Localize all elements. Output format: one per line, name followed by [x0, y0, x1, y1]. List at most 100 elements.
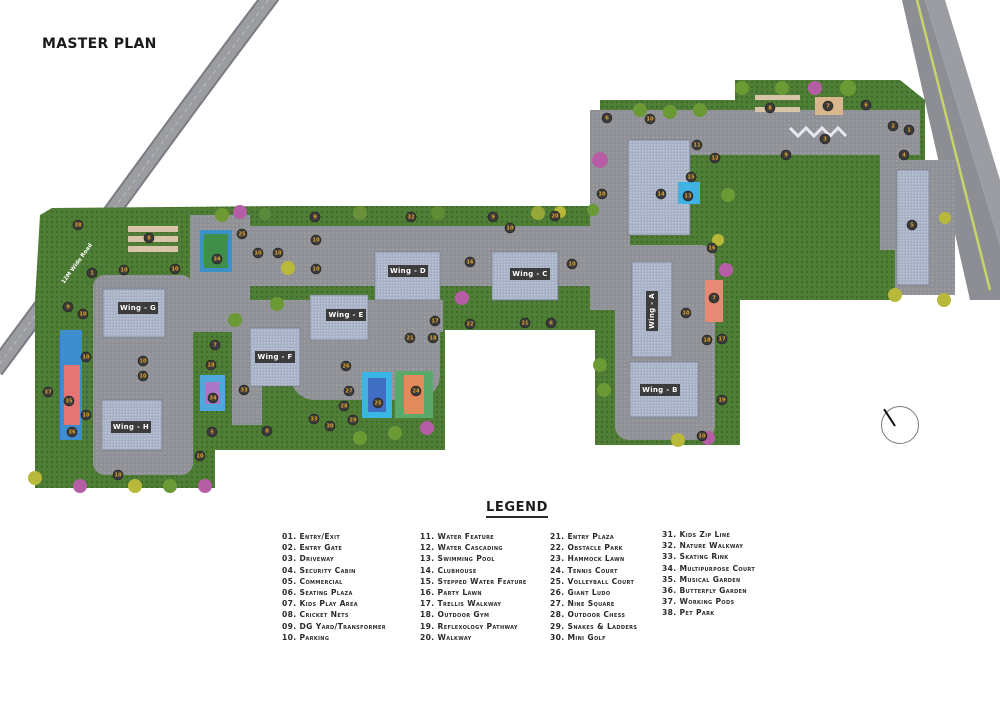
amenity-marker-26[interactable]: 26 [340, 360, 352, 372]
amenity-marker-11[interactable]: 11 [691, 139, 703, 151]
amenity-marker-1[interactable]: 1 [86, 267, 98, 279]
legend-item: 01.Entry/Exit [282, 531, 386, 542]
amenity-marker-18[interactable]: 18 [427, 332, 439, 344]
highway-right [902, 0, 1000, 300]
amenity-marker-10[interactable]: 10 [118, 264, 130, 276]
svg-text:21: 21 [406, 335, 414, 341]
svg-text:12: 12 [711, 155, 719, 161]
amenity-marker-10[interactable]: 10 [596, 188, 608, 200]
amenity-marker-21[interactable]: 21 [404, 332, 416, 344]
amenity-marker-10[interactable]: 10 [80, 351, 92, 363]
amenity-marker-10[interactable]: 10 [644, 113, 656, 125]
amenity-marker-8[interactable]: 8 [764, 102, 776, 114]
amenity-marker-10[interactable]: 10 [310, 234, 322, 246]
amenity-marker-10[interactable]: 10 [137, 370, 149, 382]
legend-item: 28.Outdoor Chess [550, 609, 637, 620]
amenity-marker-30[interactable]: 30 [324, 420, 336, 432]
svg-text:9: 9 [313, 214, 317, 220]
amenity-marker-27[interactable]: 27 [343, 385, 355, 397]
svg-text:38: 38 [74, 222, 82, 228]
amenity-marker-33[interactable]: 33 [308, 413, 320, 425]
legend-item: 33.Skating Rink [662, 551, 755, 562]
amenity-marker-7[interactable]: 7 [822, 100, 834, 112]
svg-text:10: 10 [312, 266, 320, 272]
amenity-marker-1[interactable]: 1 [903, 124, 915, 136]
svg-text:21: 21 [521, 320, 529, 326]
amenity-marker-37[interactable]: 37 [42, 386, 54, 398]
amenity-marker-18[interactable]: 18 [701, 334, 713, 346]
amenity-marker-10[interactable]: 10 [566, 258, 578, 270]
svg-text:25: 25 [374, 400, 382, 406]
amenity-marker-10[interactable]: 10 [504, 222, 516, 234]
amenity-marker-22[interactable]: 22 [464, 318, 476, 330]
amenity-marker-5[interactable]: 5 [906, 219, 918, 231]
amenity-marker-38[interactable]: 38 [72, 219, 84, 231]
north-needle [883, 408, 896, 427]
legend-item-number: 21. [550, 532, 565, 541]
legend-item-number: 05. [282, 576, 297, 586]
amenity-marker-10[interactable]: 10 [680, 307, 692, 319]
amenity-marker-18[interactable]: 18 [205, 359, 217, 371]
amenity-marker-33[interactable]: 33 [238, 384, 250, 396]
amenity-marker-9[interactable]: 9 [487, 211, 499, 223]
amenity-marker-36[interactable]: 36 [66, 426, 78, 438]
amenity-marker-10[interactable]: 10 [80, 409, 92, 421]
amenity-marker-7[interactable]: 7 [708, 292, 720, 304]
svg-text:37: 37 [44, 389, 52, 395]
amenity-marker-15[interactable]: 15 [685, 171, 697, 183]
amenity-marker-12[interactable]: 12 [709, 152, 721, 164]
amenity-marker-25[interactable]: 25 [236, 228, 248, 240]
amenity-marker-10[interactable]: 10 [272, 247, 284, 259]
amenity-marker-35[interactable]: 35 [63, 395, 75, 407]
amenity-marker-10[interactable]: 10 [194, 450, 206, 462]
north-compass-icon [881, 406, 919, 444]
amenity-marker-20[interactable]: 20 [549, 210, 561, 222]
legend-item-number: 18. [420, 610, 435, 620]
amenity-marker-28[interactable]: 28 [338, 400, 350, 412]
amenity-marker-8[interactable]: 8 [143, 232, 155, 244]
amenity-marker-10[interactable]: 10 [112, 469, 124, 481]
amenity-marker-14[interactable]: 14 [655, 188, 667, 200]
amenity-marker-4[interactable]: 4 [898, 149, 910, 161]
amenity-marker-16[interactable]: 16 [706, 242, 718, 254]
amenity-marker-10[interactable]: 10 [252, 247, 264, 259]
amenity-marker-8[interactable]: 8 [261, 425, 273, 437]
amenity-marker-9[interactable]: 9 [309, 211, 321, 223]
amenity-marker-25[interactable]: 25 [372, 397, 384, 409]
amenity-marker-6[interactable]: 6 [860, 99, 872, 111]
amenity-marker-5[interactable]: 5 [206, 426, 218, 438]
amenity-marker-3[interactable]: 3 [819, 133, 831, 145]
legend-title: LEGEND [486, 500, 548, 518]
amenity-marker-10[interactable]: 10 [696, 430, 708, 442]
amenity-marker-10[interactable]: 10 [77, 308, 89, 320]
amenity-marker-6[interactable]: 6 [601, 112, 613, 124]
legend-item: 14.Clubhouse [420, 565, 527, 576]
amenity-marker-10[interactable]: 10 [137, 355, 149, 367]
amenity-marker-29[interactable]: 29 [347, 414, 359, 426]
amenity-marker-9[interactable]: 9 [780, 149, 792, 161]
amenity-marker-32[interactable]: 32 [405, 211, 417, 223]
amenity-marker-6[interactable]: 6 [545, 317, 557, 329]
amenity-marker-21[interactable]: 21 [519, 317, 531, 329]
amenity-marker-2[interactable]: 2 [887, 120, 899, 132]
amenity-marker-34[interactable]: 34 [207, 392, 219, 404]
legend-item: 24.Tennis Court [550, 565, 637, 576]
amenity-marker-10[interactable]: 10 [310, 263, 322, 275]
amenity-marker-9[interactable]: 9 [62, 301, 74, 313]
amenity-marker-17[interactable]: 17 [716, 333, 728, 345]
amenity-marker-10[interactable]: 10 [169, 263, 181, 275]
amenity-marker-7[interactable]: 7 [209, 339, 221, 351]
amenity-marker-17[interactable]: 17 [429, 315, 441, 327]
legend-item-number: 01. [282, 532, 297, 541]
amenity-marker-13[interactable]: 13 [682, 190, 694, 202]
amenity-marker-16[interactable]: 16 [464, 256, 476, 268]
legend-item: 07.Kids Play Area [282, 598, 386, 609]
legend-item-label: Obstacle Park [567, 543, 623, 553]
amenity-marker-34[interactable]: 34 [211, 253, 223, 265]
svg-text:5: 5 [910, 222, 914, 228]
amenity-marker-24[interactable]: 24 [410, 385, 422, 397]
amenity-marker-19[interactable]: 19 [716, 394, 728, 406]
legend-item-number: 19. [420, 621, 435, 631]
svg-text:10: 10 [506, 225, 514, 231]
